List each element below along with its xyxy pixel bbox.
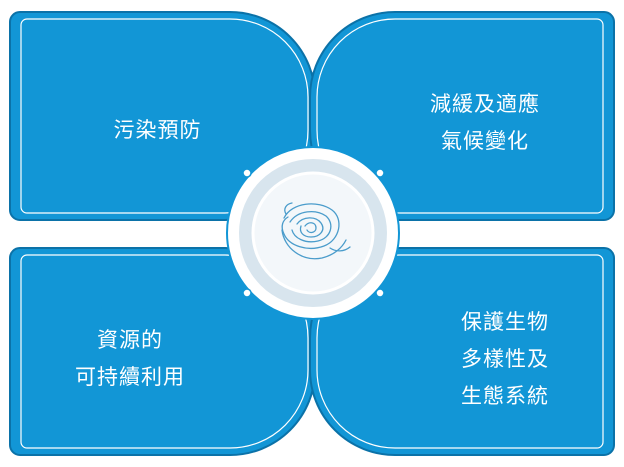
label-line: 氣候變化 — [441, 129, 529, 153]
label-line: 污染預防 — [113, 118, 202, 142]
rose-icon — [281, 202, 351, 260]
center-hub — [226, 146, 400, 320]
connector-dots — [242, 168, 385, 298]
label-line: 生態系統 — [461, 384, 549, 408]
label-line: 保護生物 — [461, 310, 549, 334]
label-line: 可持續利用 — [75, 365, 185, 389]
quadrant-label-top-right: 減緩及適應 氣候變化 — [395, 86, 575, 160]
quadrant-label-top-left: 污染預防 — [40, 112, 275, 149]
label-line: 減緩及適應 — [430, 92, 540, 116]
quadrant-label-bottom-right: 保護生物 多樣性及 生態系統 — [415, 304, 595, 415]
label-line: 資源的 — [97, 328, 163, 352]
label-line: 多樣性及 — [461, 347, 549, 371]
quadrant-label-bottom-left: 資源的 可持續利用 — [30, 322, 230, 396]
